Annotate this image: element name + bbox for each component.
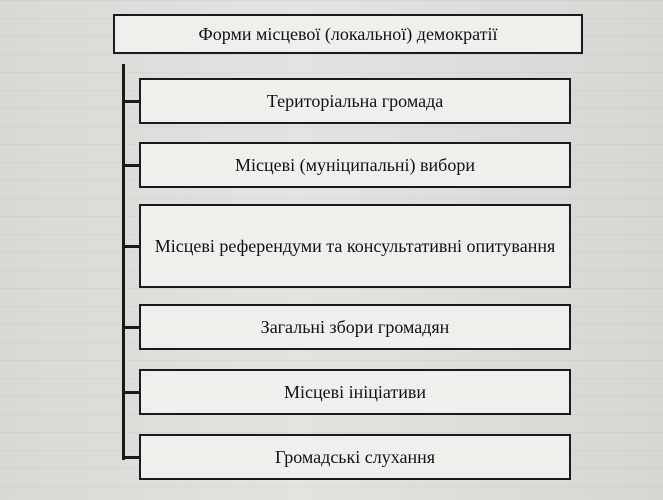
- diagram-title-box: Форми місцевої (локальної) демократії: [113, 14, 583, 54]
- connector-6: [123, 456, 139, 459]
- item-box-1: Територіальна громада: [139, 78, 571, 124]
- item-box-5: Місцеві ініціативи: [139, 369, 571, 415]
- item-label-4: Загальні збори громадян: [260, 316, 450, 337]
- item-box-4: Загальні збори громадян: [139, 304, 571, 350]
- item-label-5: Місцеві ініціативи: [283, 381, 427, 402]
- connector-1: [123, 100, 139, 103]
- diagram-title: Форми місцевої (локальної) демократії: [198, 23, 498, 44]
- connector-3: [123, 245, 139, 248]
- item-label-3: Місцеві референдуми та консультативні оп…: [154, 235, 556, 256]
- connector-5: [123, 391, 139, 394]
- connector-2: [123, 164, 139, 167]
- item-label-6: Громадські слухання: [274, 446, 436, 467]
- connector-spine: [122, 64, 125, 460]
- item-label-2: Місцеві (муніципальні) вибори: [235, 154, 475, 175]
- item-label-1: Територіальна громада: [266, 90, 444, 111]
- item-box-3: Місцеві референдуми та консультативні оп…: [139, 204, 571, 288]
- connector-4: [123, 326, 139, 329]
- item-box-6: Громадські слухання: [139, 434, 571, 480]
- item-box-2: Місцеві (муніципальні) вибори: [139, 142, 571, 188]
